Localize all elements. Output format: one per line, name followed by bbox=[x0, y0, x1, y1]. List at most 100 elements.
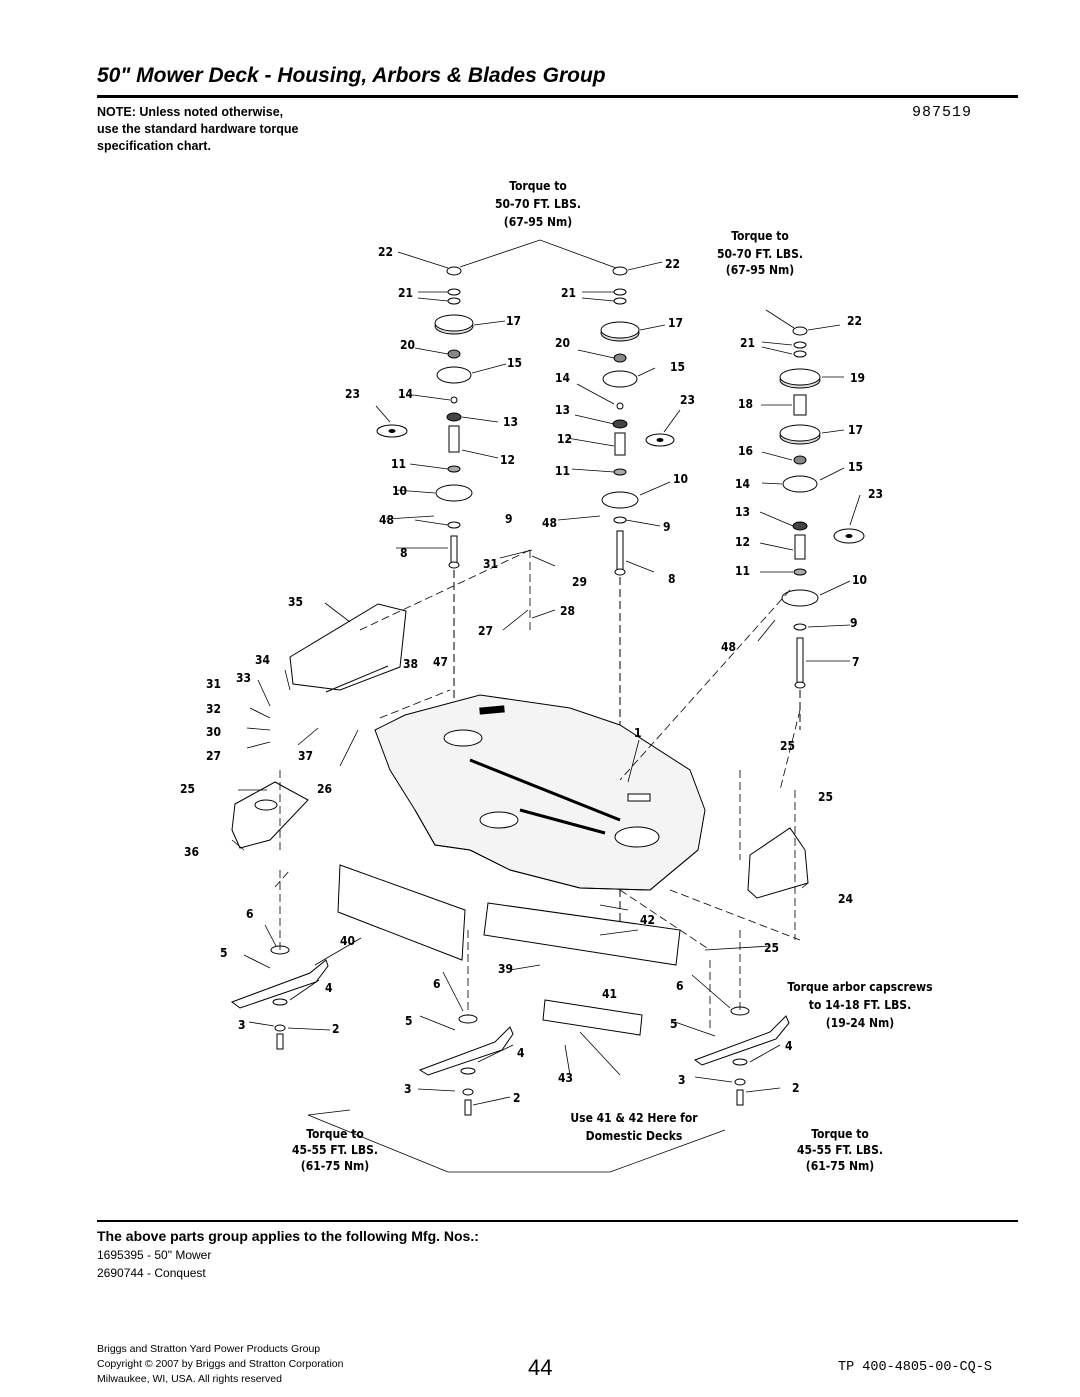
callout-14: 14 bbox=[398, 387, 414, 401]
callout-9: 9 bbox=[850, 616, 858, 630]
callout-27: 27 bbox=[478, 624, 493, 638]
exploded-parts-diagram: 22 22 22 21 21 21 17 17 17 19 18 16 20 2… bbox=[180, 179, 933, 1173]
callout-38: 38 bbox=[403, 657, 418, 671]
torque-spindle-top-line3: (67-95 Nm) bbox=[504, 215, 573, 229]
torque-blade-right-line1: Torque to bbox=[811, 1127, 869, 1141]
callout-9: 9 bbox=[505, 512, 513, 526]
callout-4: 4 bbox=[325, 981, 333, 995]
torque-arbor-line2: to 14-18 FT. LBS. bbox=[809, 998, 911, 1012]
callout-20: 20 bbox=[555, 336, 570, 350]
note-line: NOTE: Unless noted otherwise, bbox=[97, 105, 284, 119]
callout-15: 15 bbox=[848, 460, 863, 474]
callout-6: 6 bbox=[433, 977, 441, 991]
callout-17: 17 bbox=[506, 314, 521, 328]
callout-2: 2 bbox=[513, 1091, 521, 1105]
callout-11: 11 bbox=[555, 464, 570, 478]
callout-21: 21 bbox=[561, 286, 576, 300]
footer-line: Milwaukee, WI, USA. All rights reserved bbox=[97, 1373, 282, 1385]
callout-15: 15 bbox=[670, 360, 685, 374]
callout-24: 24 bbox=[838, 892, 854, 906]
callout-3: 3 bbox=[404, 1082, 412, 1096]
callout-22: 22 bbox=[665, 257, 680, 271]
center-blade-assembly bbox=[418, 1014, 514, 1116]
callout-32: 32 bbox=[206, 702, 221, 716]
callout-31: 31 bbox=[483, 557, 498, 571]
callout-8: 8 bbox=[668, 572, 676, 586]
callout-47: 47 bbox=[433, 655, 448, 669]
right-blade-assembly bbox=[693, 1006, 790, 1106]
torque-note: NOTE: Unless noted otherwise, use the st… bbox=[97, 104, 357, 155]
callout-20: 20 bbox=[400, 338, 415, 352]
torque-arbor-line3: (19-24 Nm) bbox=[826, 1016, 895, 1030]
callout-12: 12 bbox=[735, 535, 750, 549]
footer-line: Briggs and Stratton Yard Power Products … bbox=[97, 1343, 321, 1355]
callout-19: 19 bbox=[850, 371, 865, 385]
callout-10: 10 bbox=[392, 484, 407, 498]
callout-5: 5 bbox=[220, 946, 228, 960]
callout-28: 28 bbox=[560, 604, 575, 618]
callout-15: 15 bbox=[507, 356, 522, 370]
footer-line: Copyright © 2007 by Briggs and Stratton … bbox=[97, 1358, 344, 1370]
callout-17: 17 bbox=[848, 423, 863, 437]
callout-1: 1 bbox=[634, 726, 642, 740]
callout-27: 27 bbox=[206, 749, 221, 763]
callout-8: 8 bbox=[400, 546, 408, 560]
callout-25: 25 bbox=[180, 782, 195, 796]
right-spindle-assembly bbox=[779, 326, 821, 730]
mfg-number-list: 1695395 - 50" Mower 2690744 - Conquest bbox=[97, 1246, 211, 1282]
callout-21: 21 bbox=[740, 336, 755, 350]
callout-6: 6 bbox=[246, 907, 254, 921]
callout-25: 25 bbox=[764, 941, 779, 955]
callout-30: 30 bbox=[206, 725, 221, 739]
callout-13: 13 bbox=[503, 415, 518, 429]
callout-14: 14 bbox=[555, 371, 571, 385]
title-rule bbox=[97, 95, 1018, 98]
deck-housing bbox=[374, 694, 706, 891]
callout-11: 11 bbox=[735, 564, 750, 578]
callout-25: 25 bbox=[818, 790, 833, 804]
callout-13: 13 bbox=[735, 505, 750, 519]
domestic-note-line1: Use 41 & 42 Here for bbox=[570, 1111, 698, 1125]
note-line: specification chart. bbox=[97, 139, 211, 153]
callout-48: 48 bbox=[721, 640, 736, 654]
callout-22: 22 bbox=[378, 245, 393, 259]
callout-12: 12 bbox=[557, 432, 572, 446]
torque-arbor-line1: Torque arbor capscrews bbox=[787, 980, 932, 994]
callout-33: 33 bbox=[236, 671, 251, 685]
callout-17: 17 bbox=[668, 316, 683, 330]
callout-4: 4 bbox=[785, 1039, 793, 1053]
callout-23: 23 bbox=[868, 487, 883, 501]
callout-48: 48 bbox=[379, 513, 394, 527]
callout-41: 41 bbox=[602, 987, 617, 1001]
callout-31: 31 bbox=[206, 677, 221, 691]
callout-22: 22 bbox=[847, 314, 862, 328]
applies-heading: The above parts group applies to the fol… bbox=[97, 1228, 479, 1244]
callout-13: 13 bbox=[555, 403, 570, 417]
callout-14: 14 bbox=[735, 477, 751, 491]
torque-blade-left-line1: Torque to bbox=[306, 1127, 364, 1141]
doc-number: TP 400-4805-00-CQ-S bbox=[838, 1360, 992, 1375]
mfg-number-item: 1695395 - 50" Mower bbox=[97, 1248, 212, 1262]
torque-spindle-right-line2: 50-70 FT. LBS. bbox=[717, 247, 803, 261]
mfg-number-item: 2690744 - Conquest bbox=[97, 1266, 206, 1280]
left-blade-assembly bbox=[230, 945, 329, 1050]
domestic-note-line2: Domestic Decks bbox=[586, 1129, 683, 1143]
torque-spindle-right-line1: Torque to bbox=[731, 229, 789, 243]
torque-spindle-top-line1: Torque to bbox=[509, 179, 567, 193]
callout-16: 16 bbox=[738, 444, 753, 458]
callout-2: 2 bbox=[332, 1022, 340, 1036]
torque-blade-right-line3: (61-75 Nm) bbox=[806, 1159, 875, 1173]
callout-5: 5 bbox=[670, 1017, 678, 1031]
callout-7: 7 bbox=[852, 655, 860, 669]
callout-3: 3 bbox=[238, 1018, 246, 1032]
torque-spindle-right-line3: (67-95 Nm) bbox=[726, 263, 795, 277]
diagram-id: 987519 bbox=[912, 104, 973, 121]
callout-2: 2 bbox=[792, 1081, 800, 1095]
callout-37: 37 bbox=[298, 749, 313, 763]
callout-48: 48 bbox=[542, 516, 557, 530]
callout-40: 40 bbox=[340, 934, 355, 948]
torque-spindle-top-line2: 50-70 FT. LBS. bbox=[495, 197, 581, 211]
applies-rule bbox=[97, 1220, 1018, 1222]
callout-23: 23 bbox=[680, 393, 695, 407]
callout-25: 25 bbox=[780, 739, 795, 753]
